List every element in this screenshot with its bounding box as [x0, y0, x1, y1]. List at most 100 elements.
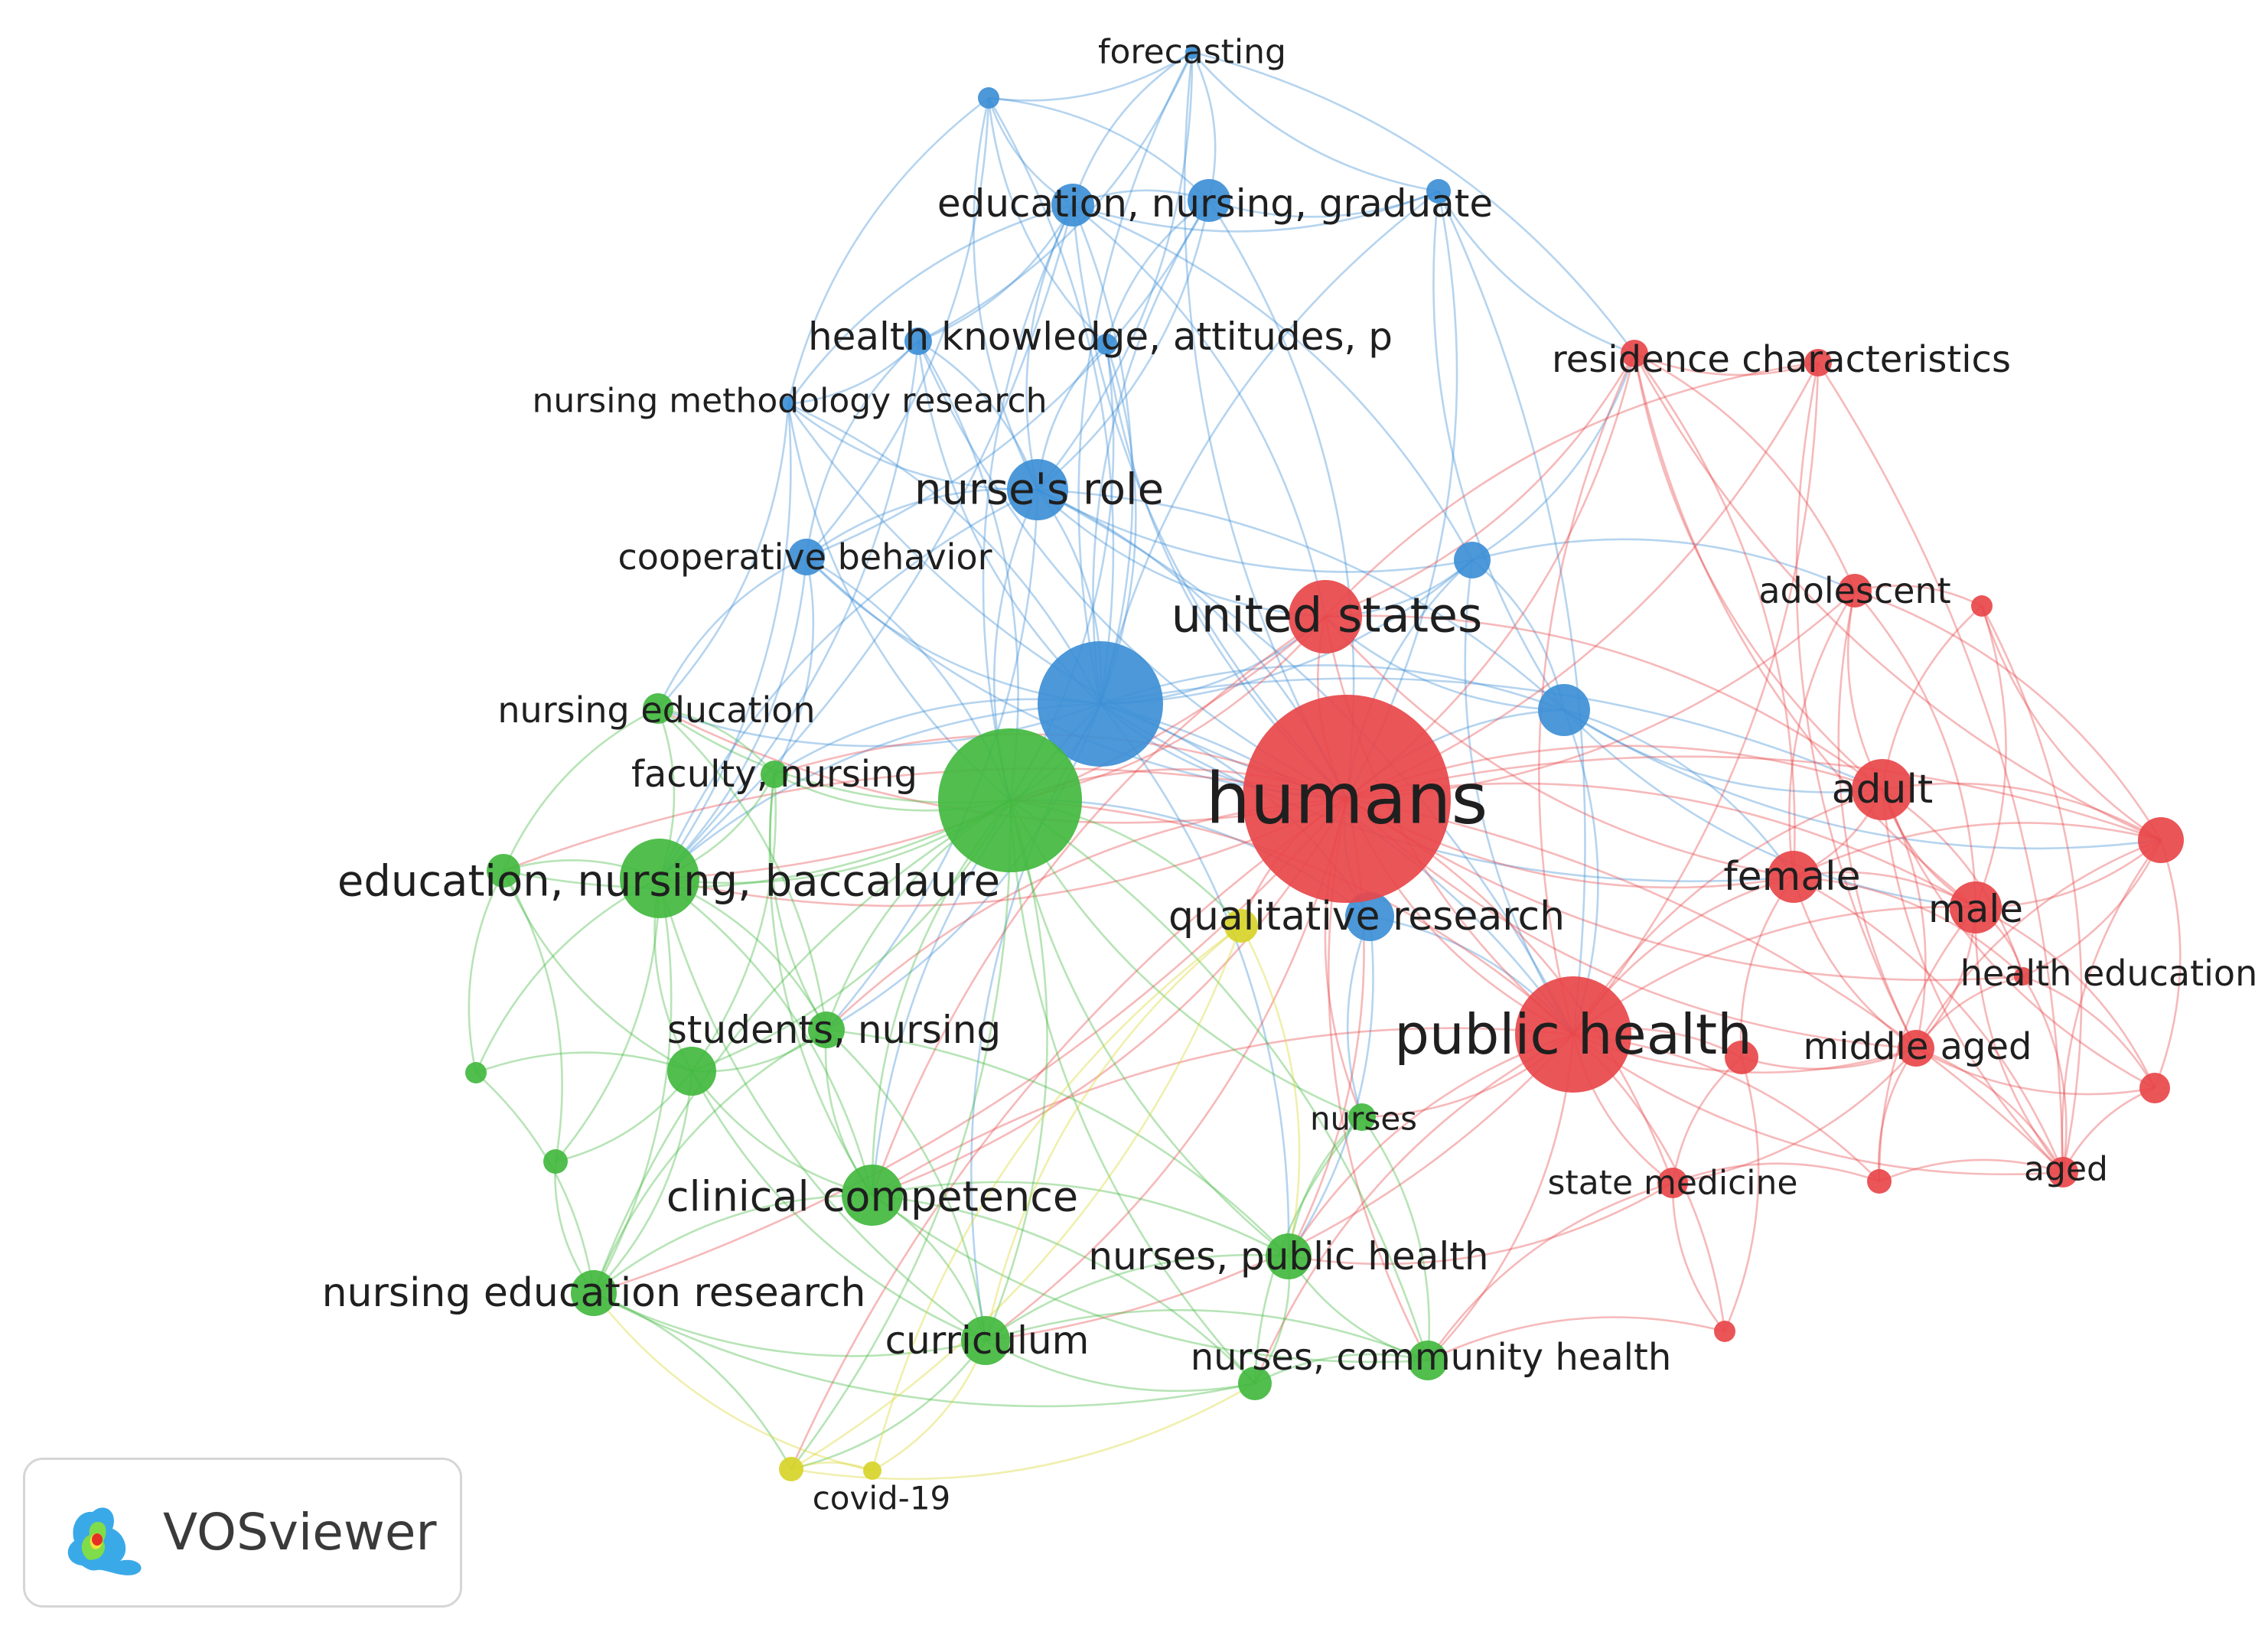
node-female[interactable] [1768, 851, 1820, 903]
node-g-big[interactable] [938, 728, 1082, 872]
node-aged[interactable] [2048, 1157, 2078, 1188]
network-edge [1072, 204, 1327, 617]
node-nurses-role[interactable] [1007, 459, 1068, 520]
node-y-mid[interactable] [1224, 909, 1258, 943]
node-nursing-method[interactable] [780, 396, 796, 412]
node-public-health[interactable] [1515, 976, 1631, 1093]
node-adult[interactable] [1852, 759, 1913, 820]
network-edge [593, 1292, 986, 1357]
node-middle-aged[interactable] [1898, 1030, 1934, 1067]
vosviewer-logo-icon [67, 1507, 142, 1575]
network-edge [787, 402, 1038, 491]
node-b-hk2[interactable] [1096, 334, 1117, 355]
network-edge [592, 878, 673, 1294]
network-edge [790, 1382, 1256, 1481]
node-faculty[interactable] [761, 761, 788, 788]
network-edge [787, 340, 919, 406]
node-r-mid1[interactable] [1725, 1041, 1758, 1074]
node-g-stu2[interactable] [667, 1047, 716, 1096]
network-edge [1915, 1047, 2156, 1096]
node-nursing-education[interactable] [643, 693, 673, 724]
node-forecasting[interactable] [1185, 45, 1199, 59]
node-edu-bacc[interactable] [620, 839, 699, 918]
network-edge [790, 1340, 987, 1471]
label-curriculum: curriculum [885, 1318, 1090, 1363]
label-humans: humans [1206, 758, 1488, 840]
network-edge [690, 1070, 986, 1342]
network-edge [790, 797, 1347, 1470]
network-edge [987, 97, 1115, 705]
node-health-knowledge[interactable] [904, 327, 932, 355]
network-edge [468, 870, 505, 1073]
node-curriculum[interactable] [961, 1316, 1010, 1365]
network-edge [984, 924, 1242, 1341]
node-united-states[interactable] [1289, 580, 1362, 653]
node-b-grad3[interactable] [1426, 179, 1451, 204]
network-edge [1072, 190, 1439, 233]
node-nurses-ch[interactable] [1408, 1341, 1448, 1380]
network-edge [1009, 800, 1256, 1384]
node-b-big[interactable] [1038, 641, 1163, 767]
network-edge [1980, 605, 2162, 842]
node-students[interactable] [808, 1012, 845, 1048]
network-edge [475, 1051, 692, 1074]
node-edu-grad[interactable] [1051, 184, 1094, 226]
network-edge [1191, 51, 1439, 193]
node-humans[interactable] [1243, 695, 1451, 903]
node-male[interactable] [1950, 881, 2002, 933]
node-b-grad2[interactable] [1188, 179, 1230, 222]
network-edge [1633, 353, 1976, 909]
node-g-far-left[interactable] [465, 1062, 487, 1083]
network-edge [659, 702, 1101, 879]
network-edge [1793, 875, 2024, 977]
node-r-right2[interactable] [2139, 1073, 2170, 1103]
node-r-low[interactable] [1867, 1169, 1892, 1194]
network-edge [1572, 1033, 2064, 1176]
node-g-left[interactable] [487, 854, 520, 888]
node-b-mid[interactable] [1454, 542, 1491, 578]
node-nurs-edu-research[interactable] [571, 1270, 617, 1316]
node-nurses-ph[interactable] [1266, 1233, 1312, 1279]
network-edge [787, 402, 1102, 705]
network-edge [1071, 50, 1193, 206]
node-g-ch2[interactable] [1238, 1367, 1272, 1400]
node-b-right[interactable] [1538, 684, 1590, 736]
node-b-top-left[interactable] [978, 87, 999, 109]
network-edge [593, 1292, 793, 1470]
node-r-adol2[interactable] [1971, 595, 1993, 617]
network-edge [1854, 589, 2162, 841]
node-covid[interactable] [779, 1457, 803, 1481]
node-coop-behavior[interactable] [788, 539, 825, 575]
network-edge [1879, 1158, 2064, 1183]
label-adolescent: adolescent [1758, 570, 1950, 611]
node-residence[interactable] [1621, 340, 1648, 367]
label-faculty: faculty, nursing [631, 753, 917, 796]
node-clinical[interactable] [842, 1165, 903, 1226]
network-edge [1671, 1182, 1726, 1332]
node-health-education[interactable] [2014, 967, 2032, 986]
network-edge [1633, 353, 1796, 878]
network-edge [1183, 51, 1348, 800]
node-r-res1[interactable] [1804, 349, 1832, 376]
node-g-left-low[interactable] [543, 1149, 568, 1174]
network-edge [1633, 353, 2162, 842]
network-edge [988, 96, 1210, 201]
node-r-far-right[interactable] [2138, 817, 2184, 863]
network-edge [1253, 1033, 1574, 1384]
node-qualitative[interactable] [1345, 892, 1394, 941]
node-r-bottom[interactable] [1714, 1321, 1735, 1342]
network-edge [657, 702, 1101, 748]
network-edge [806, 487, 1038, 559]
node-state-medicine[interactable] [1657, 1168, 1688, 1198]
network-edge [1975, 906, 2156, 1089]
network-edge [985, 1339, 1256, 1393]
node-nurses[interactable] [1348, 1103, 1376, 1131]
network-edge [659, 797, 1347, 907]
node-adolescent[interactable] [1838, 574, 1872, 608]
network-edge [592, 1292, 873, 1472]
network-edge [984, 800, 1048, 1341]
node-y-covid2[interactable] [863, 1461, 881, 1480]
network-edge [1077, 51, 1194, 705]
network-edge [871, 615, 1326, 1196]
network-edge [1563, 709, 2162, 850]
